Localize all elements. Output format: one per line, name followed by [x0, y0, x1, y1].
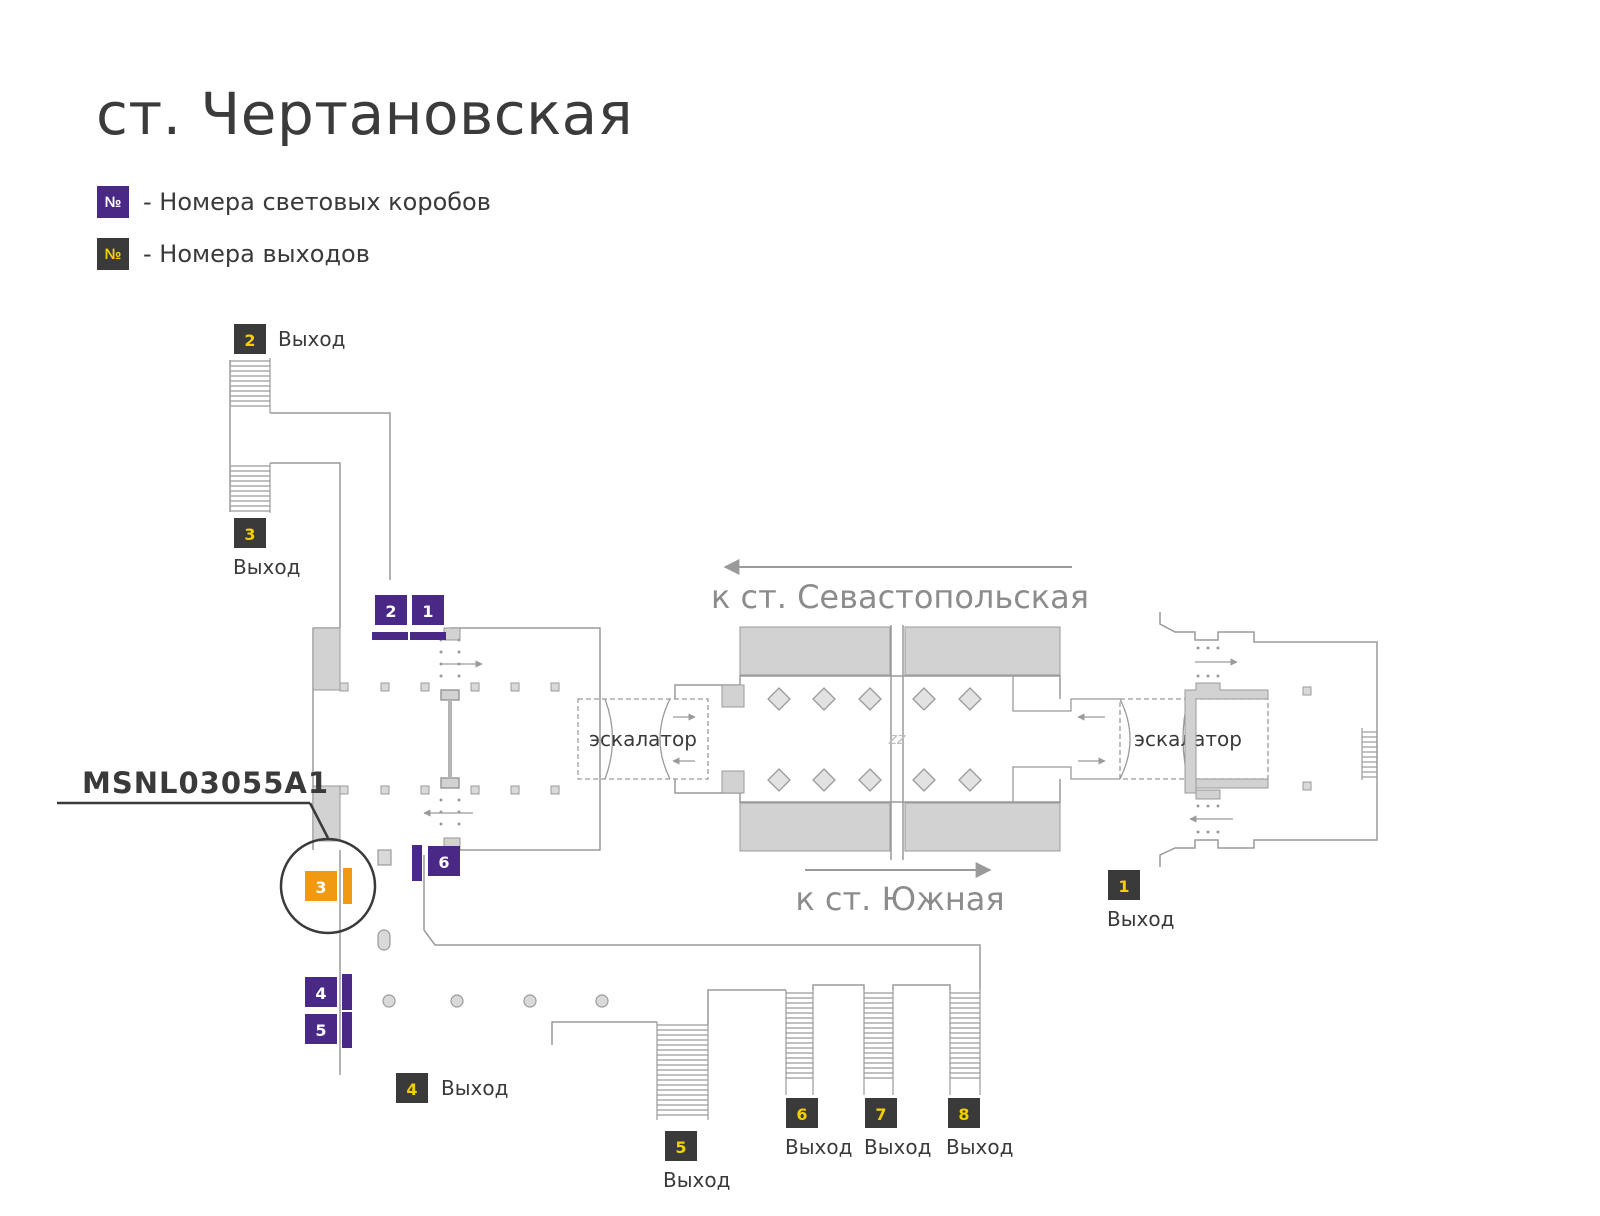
- exit-1-label: Выход: [1107, 907, 1174, 931]
- stairs-exit-7: [863, 990, 894, 1095]
- lightbox-3-number: 3: [315, 878, 326, 897]
- exit-1: 1 Выход: [1107, 870, 1174, 931]
- exit-5: 5 Выход: [663, 1131, 730, 1192]
- exit-4: 4 Выход: [396, 1073, 508, 1103]
- exit-7-label: Выход: [864, 1135, 931, 1159]
- station-title: ст. Чертановская: [96, 80, 634, 148]
- lightbox-6: 6: [412, 845, 460, 881]
- lightbox-4: 4: [305, 974, 352, 1010]
- exit-6: 6 Выход: [785, 1098, 852, 1159]
- exit-7: 7 Выход: [864, 1098, 931, 1159]
- stairs-exit-5: [656, 1022, 709, 1120]
- exit-7-number: 7: [875, 1105, 886, 1124]
- lightbox-1: 1: [410, 595, 446, 640]
- direction-north: к ст. Севастопольская: [711, 578, 1089, 616]
- stairs-exit-3: [230, 463, 271, 513]
- exit-2-label: Выход: [278, 327, 345, 351]
- platform-columns: [767, 687, 982, 792]
- lightbox-6-number: 6: [438, 853, 449, 872]
- exit-6-label: Выход: [785, 1135, 852, 1159]
- exit-3-label: Выход: [233, 555, 300, 579]
- escalator-label-west: эскалатор: [589, 727, 697, 751]
- platform: [674, 675, 1061, 803]
- stairs-exit-2: [230, 358, 271, 413]
- exit-2-number: 2: [244, 331, 255, 350]
- legend-exit-row: № - Номера выходов: [97, 238, 370, 270]
- stairs-exit-1: [1361, 728, 1377, 780]
- east-vestibule: [1159, 612, 1378, 867]
- lightbox-5-number: 5: [315, 1021, 326, 1040]
- exit-8-label: Выход: [946, 1135, 1013, 1159]
- exit-1-number: 1: [1118, 877, 1129, 896]
- lightbox-2: 2: [372, 595, 408, 640]
- track-mark: zz: [888, 729, 906, 748]
- legend-lightbox-text: - Номера световых коробов: [143, 188, 491, 216]
- highlighted-lightbox: 3 MSNL03055A1: [57, 766, 377, 935]
- exit-5-label: Выход: [663, 1168, 730, 1192]
- exit-6-number: 6: [796, 1105, 807, 1124]
- legend-lightbox-swatch: №: [97, 186, 129, 218]
- column-squares: [339, 682, 1312, 795]
- exit-8-number: 8: [958, 1105, 969, 1124]
- north-corridor: [229, 360, 391, 628]
- lightbox-1-number: 1: [422, 602, 433, 621]
- exit-4-number: 4: [406, 1080, 417, 1099]
- lightbox-5: 5: [305, 1012, 352, 1048]
- legend-exit-swatch: №: [97, 238, 129, 270]
- turnstile-line: [440, 689, 460, 789]
- lightbox-code: MSNL03055A1: [82, 766, 329, 800]
- exit-2: 2 Выход: [234, 324, 345, 354]
- exit-3: 3 Выход: [233, 518, 300, 579]
- exit-8: 8 Выход: [946, 1098, 1013, 1159]
- exit-3-number: 3: [244, 525, 255, 544]
- direction-south: к ст. Южная: [795, 880, 1004, 918]
- exit-4-label: Выход: [441, 1076, 508, 1100]
- exit-5-number: 5: [675, 1138, 686, 1157]
- legend-lightbox-row: № - Номера световых коробов: [97, 186, 491, 218]
- stairs-exit-8: [949, 990, 981, 1095]
- lightbox-4-number: 4: [315, 984, 326, 1003]
- south-corridor: [423, 855, 981, 1045]
- south-columns: [377, 849, 609, 1008]
- lightbox-2-number: 2: [385, 602, 396, 621]
- west-escalator: [577, 698, 709, 780]
- stairs-exit-6: [785, 990, 814, 1095]
- legend-exit-text: - Номера выходов: [143, 240, 370, 268]
